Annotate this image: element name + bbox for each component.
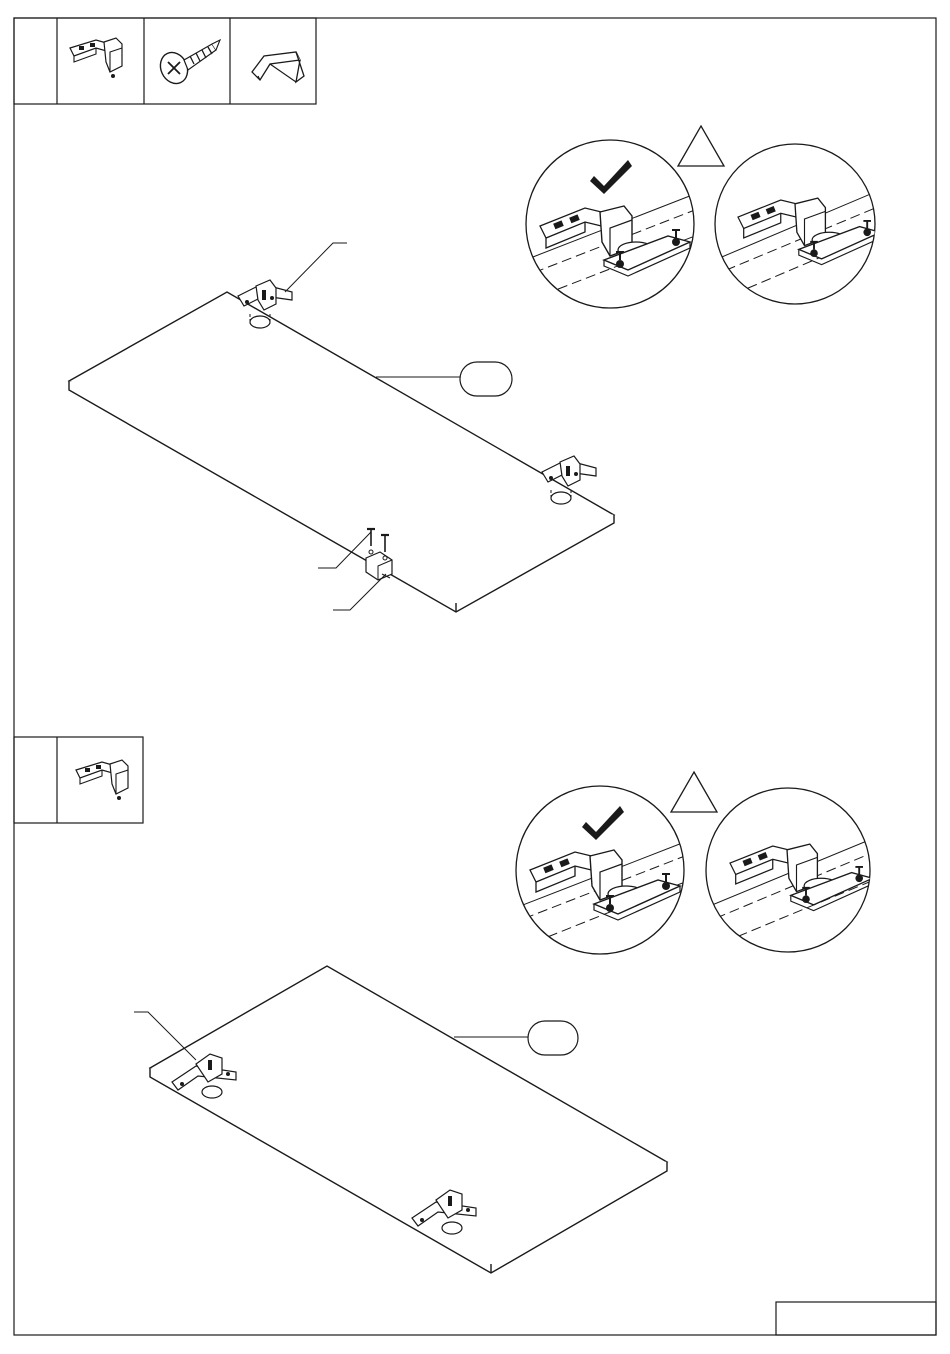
step-1-detail-wrong	[710, 144, 881, 304]
warning-triangle-icon	[671, 772, 717, 812]
callout-bubble-door	[528, 1021, 578, 1055]
step-1-door-panel	[69, 292, 614, 612]
callout-hinge	[285, 243, 347, 292]
hinge-icon	[76, 760, 128, 800]
footer-label-box	[776, 1302, 936, 1335]
step-1-detail-correct	[520, 140, 700, 308]
step-2-door-panel	[150, 966, 667, 1273]
step-2-parts-box	[14, 737, 143, 823]
screw-icon	[155, 40, 220, 88]
warning-triangle-icon	[678, 126, 724, 166]
hinge-icon	[70, 38, 122, 78]
step-2-detail-correct	[510, 786, 690, 954]
step-2-detail-wrong	[700, 788, 874, 952]
step-1-parts-box	[14, 18, 316, 104]
callout-bubble-door	[460, 362, 512, 396]
step-2	[14, 737, 874, 1273]
step-1	[14, 18, 881, 612]
handle-icon	[252, 52, 304, 82]
